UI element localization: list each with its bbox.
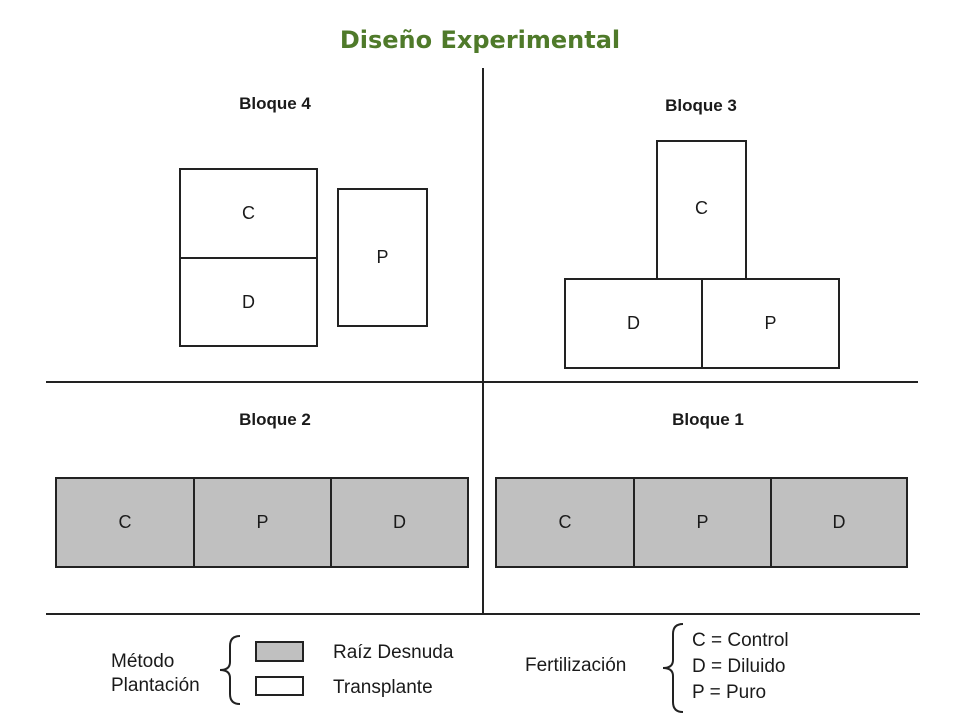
block-3-plot-p: P xyxy=(701,278,840,369)
legend-metodo-line1: Método xyxy=(111,651,175,672)
horizontal-divider-middle xyxy=(46,381,918,383)
legend-item-diluido: D = Diluido xyxy=(692,656,786,677)
horizontal-divider-bottom xyxy=(46,613,920,615)
block-4-title: Bloque 4 xyxy=(239,94,311,113)
block-1-plot-p: P xyxy=(633,477,772,568)
block-2-title: Bloque 2 xyxy=(239,410,311,429)
legend-swatch-gray xyxy=(255,641,304,662)
legend-item-control: C = Control xyxy=(692,630,789,651)
vertical-divider xyxy=(482,68,484,614)
block-3-plot-c: C xyxy=(656,140,747,280)
legend-fertilizacion-brace xyxy=(662,623,684,713)
legend-swatch-white xyxy=(255,676,304,696)
block-1-title: Bloque 1 xyxy=(672,410,744,429)
block-1-plot-d: D xyxy=(770,477,908,568)
block-2-plot-c: C xyxy=(55,477,195,568)
block-2-plot-d: D xyxy=(330,477,469,568)
legend-fertilizacion-label: Fertilización xyxy=(525,655,627,676)
legend-raiz-desnuda: Raíz Desnuda xyxy=(333,642,454,663)
block-3-title: Bloque 3 xyxy=(665,96,737,115)
legend-metodo-brace xyxy=(219,635,241,705)
legend-metodo-label: Método Plantación xyxy=(111,650,200,698)
block-1-plot-c: C xyxy=(495,477,635,568)
legend-transplante: Transplante xyxy=(333,677,433,698)
block-3-plot-d: D xyxy=(564,278,703,369)
block-4-plot-p: P xyxy=(337,188,428,327)
legend-fertilizacion-items: C = Control D = Diluido P = Puro xyxy=(692,628,789,706)
diagram-title: Diseño Experimental xyxy=(339,26,621,54)
block-2-plot-p: P xyxy=(193,477,332,568)
legend-metodo-line2: Plantación xyxy=(111,675,200,696)
legend-item-puro: P = Puro xyxy=(692,682,767,703)
block-4-plot-c: C xyxy=(179,168,318,259)
block-4-plot-d: D xyxy=(179,257,318,347)
